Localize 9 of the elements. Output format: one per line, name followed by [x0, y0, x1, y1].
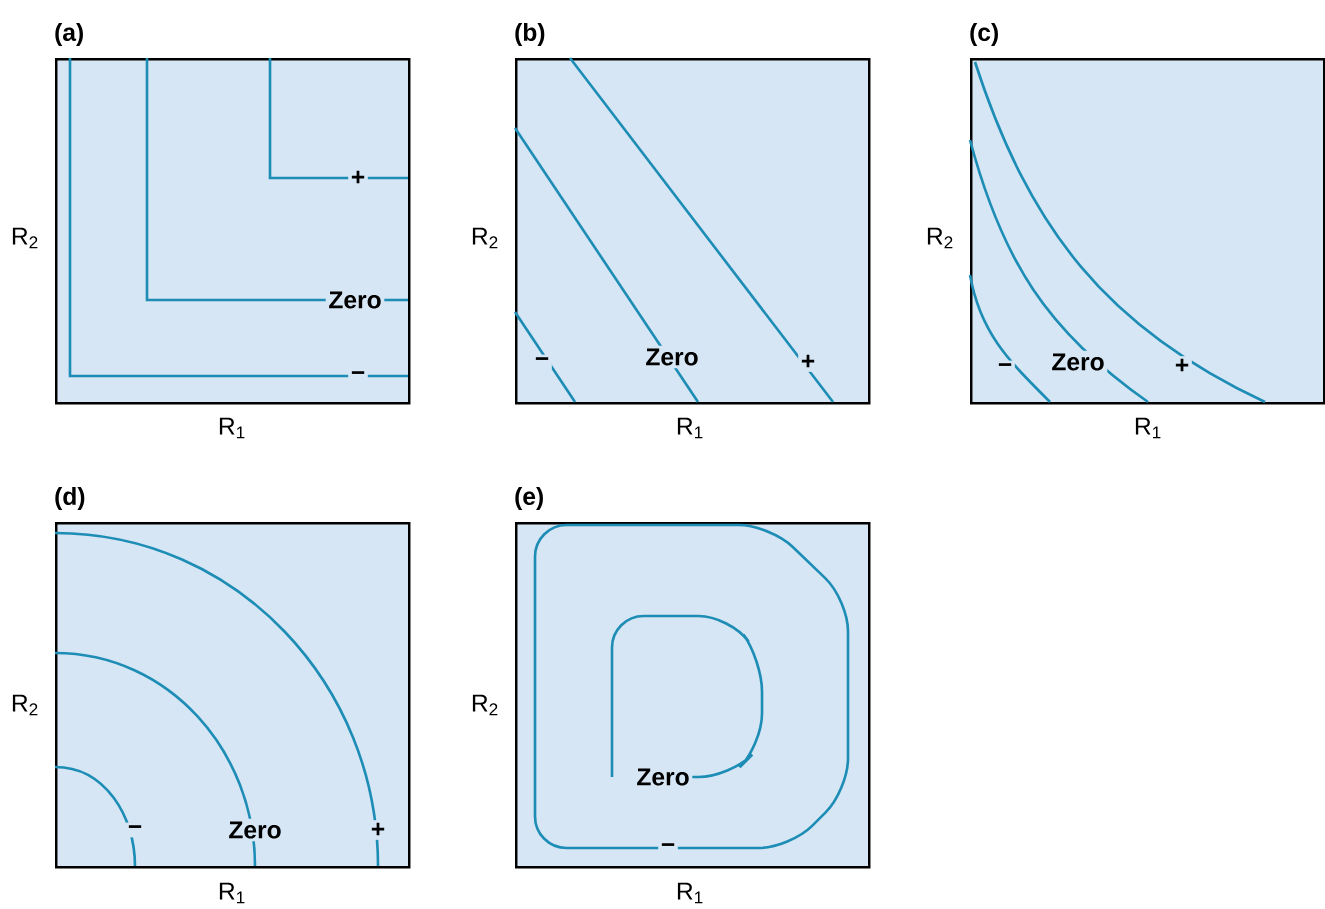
node-label: (c) [970, 22, 998, 46]
curve-label: + [368, 820, 388, 840]
node-label: (b) [515, 22, 545, 46]
node-label: (a) [55, 22, 83, 46]
node-label: (d) [55, 486, 85, 510]
curve-label: + [348, 168, 368, 188]
node-label: (e) [515, 486, 543, 510]
curve-label: + [798, 352, 818, 372]
curve-label: + [1172, 356, 1192, 376]
